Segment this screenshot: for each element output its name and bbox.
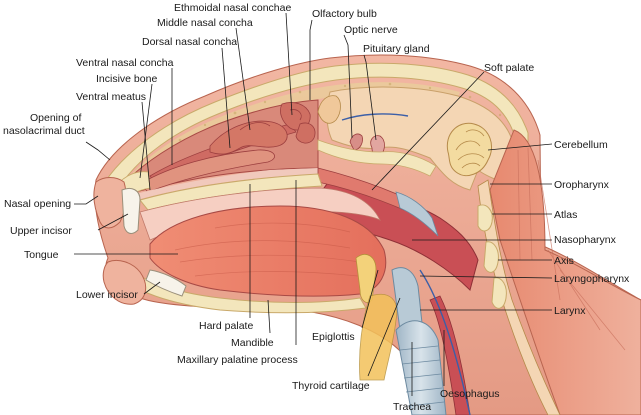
leader-epiglottis bbox=[361, 269, 379, 329]
label-tongue: Tongue bbox=[24, 249, 59, 261]
label-axis: Axis bbox=[554, 255, 574, 267]
label-ventral-meatus: Ventral meatus bbox=[76, 91, 146, 103]
leader-nasal-opening bbox=[74, 195, 99, 205]
leader-thyroid bbox=[367, 297, 401, 377]
label-nasopharynx: Nasopharynx bbox=[554, 234, 617, 246]
label-optic-nerve: Optic nerve bbox=[344, 24, 398, 36]
mouth-region bbox=[93, 173, 387, 314]
label-nasal-opening: Nasal opening bbox=[4, 198, 71, 210]
label-olfactory-bulb: Olfactory bulb bbox=[312, 8, 377, 20]
leader-upper-incisor bbox=[97, 213, 129, 231]
leader-lines bbox=[74, 12, 553, 396]
label-oesophagus: Oesophagus bbox=[440, 388, 500, 400]
leader-lower-incisor bbox=[143, 281, 161, 295]
label-oropharynx: Oropharynx bbox=[554, 179, 610, 191]
larynx-region bbox=[355, 254, 471, 415]
leader-olfactory-bulb bbox=[309, 19, 313, 100]
label-upper-incisor: Upper incisor bbox=[10, 225, 72, 237]
label-ethmoidal-nasal-conchae: Ethmoidal nasal conchae bbox=[174, 2, 291, 14]
label-cerebellum: Cerebellum bbox=[554, 139, 608, 151]
leader-incisive-bone bbox=[139, 83, 153, 179]
leader-ethmoidal bbox=[285, 12, 293, 116]
label-middle-nasal-concha: Middle nasal concha bbox=[157, 17, 253, 29]
label-incisive-bone: Incisive bone bbox=[96, 73, 157, 85]
leader-optic-nerve bbox=[343, 34, 353, 139]
label-lower-incisor: Lower incisor bbox=[76, 289, 138, 301]
label-larynx: Larynx bbox=[554, 305, 586, 317]
labels: Ethmoidal nasal conchae Middle nasal con… bbox=[3, 2, 630, 413]
cerebellum-shape bbox=[446, 122, 492, 176]
leader-cerebellum bbox=[487, 143, 553, 151]
leader-nasolacrimal bbox=[85, 141, 111, 161]
label-soft-palate: Soft palate bbox=[484, 62, 534, 74]
leader-laryngopharynx bbox=[419, 275, 553, 279]
label-trachea: Trachea bbox=[393, 401, 431, 413]
label-dorsal-nasal-concha: Dorsal nasal concha bbox=[142, 36, 237, 48]
leader-dorsal-concha bbox=[221, 47, 231, 149]
label-ventral-nasal-concha: Ventral nasal concha bbox=[76, 57, 174, 69]
label-epiglottis: Epiglottis bbox=[312, 331, 355, 343]
leader-pituitary bbox=[363, 54, 377, 141]
label-thyroid-cartilage: Thyroid cartilage bbox=[292, 380, 370, 392]
label-hard-palate: Hard palate bbox=[199, 320, 253, 332]
label-pituitary-gland: Pituitary gland bbox=[363, 43, 430, 55]
leader-middle-concha bbox=[235, 27, 251, 131]
label-mandible: Mandible bbox=[231, 337, 274, 349]
label-opening-nasolacrimal-line2: nasolacrimal duct bbox=[3, 125, 85, 137]
label-laryngopharynx: Laryngopharynx bbox=[554, 273, 630, 285]
label-atlas: Atlas bbox=[554, 209, 577, 221]
nasal-cavity bbox=[111, 99, 319, 205]
leader-ventral-meatus bbox=[141, 101, 151, 191]
vertebrae bbox=[477, 204, 507, 309]
leader-soft-palate bbox=[371, 71, 485, 191]
neck-muscles bbox=[489, 129, 641, 415]
leader-mandible bbox=[267, 299, 271, 334]
label-maxillary-palatine-process: Maxillary palatine process bbox=[177, 354, 298, 366]
label-opening-nasolacrimal-line1: Opening of bbox=[30, 112, 81, 124]
